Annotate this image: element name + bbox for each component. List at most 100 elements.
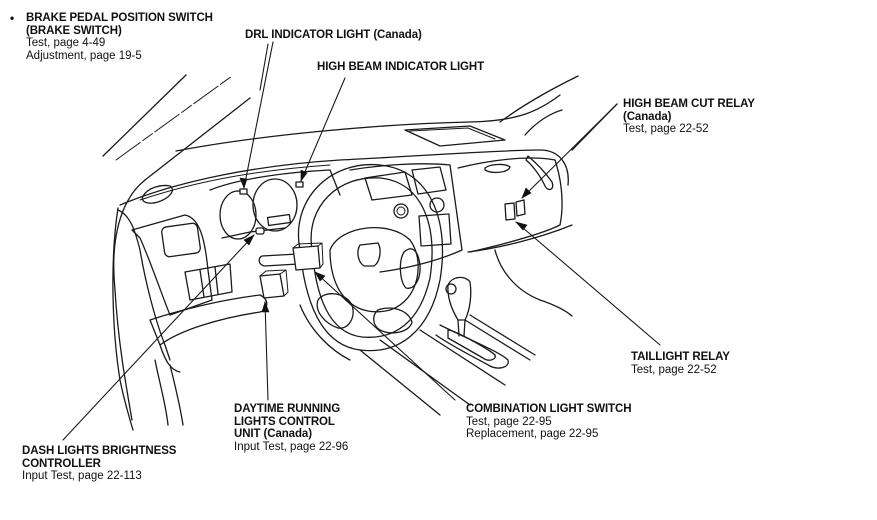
glove-box-handle xyxy=(484,163,511,174)
honda-emblem xyxy=(357,242,381,267)
page-reference: Input Test, page 22-96 xyxy=(234,440,349,453)
drl-control-unit-box xyxy=(259,273,285,299)
callout-title: LIGHTS CONTROL xyxy=(234,415,335,428)
steering-wheel-rim-outer xyxy=(297,163,444,352)
leader-drl-control-unit xyxy=(264,301,269,401)
leader-dash-controller xyxy=(62,234,255,441)
high-beam-indicator-light-box xyxy=(295,181,304,188)
callout-title: DAYTIME RUNNING xyxy=(234,403,341,415)
bullet-marker: • xyxy=(10,11,15,25)
left-switch-divider-2 xyxy=(214,266,219,295)
dash-left-face xyxy=(117,209,171,361)
callout-title: DASH LIGHTS BRIGHTNESS xyxy=(22,445,177,457)
defrost-vent xyxy=(404,125,506,147)
left-display-window xyxy=(161,222,201,258)
callout-title: DRL INDICATOR LIGHT (Canada) xyxy=(245,29,422,41)
cluster-lower-edge xyxy=(221,227,286,239)
left-knee-panel xyxy=(149,294,268,346)
steering-wheel-hub xyxy=(329,227,419,313)
arrowhead-drl-control-unit xyxy=(261,301,270,313)
steering-spoke-right xyxy=(399,248,421,289)
callout-title: (Canada) xyxy=(623,110,672,123)
combination-switch-body xyxy=(292,245,321,271)
defrost-vent-inner xyxy=(409,127,496,140)
callout-high-beam-indicator-light: HIGH BEAM INDICATOR LIGHT xyxy=(317,61,484,74)
callout-dash-lights-brightness-controller: DASH LIGHTS BRIGHTNESS CONTROLLER Input … xyxy=(22,445,176,483)
a-pillar-outer-line xyxy=(102,74,187,157)
right-vent xyxy=(525,155,554,191)
arrowhead-high-beam-indicator xyxy=(300,169,308,182)
leader-combination-switch xyxy=(314,271,456,401)
callout-title: TAILLIGHT RELAY xyxy=(631,351,730,363)
callout-high-beam-cut-relay: HIGH BEAM CUT RELAY (Canada) Test, page … xyxy=(623,98,755,136)
speedometer-gauge xyxy=(252,178,298,232)
high-beam-cut-relay xyxy=(515,199,526,217)
callout-combination-light-switch: COMBINATION LIGHT SWITCH Test, page 22-9… xyxy=(466,403,632,441)
leader-taillight-relay xyxy=(515,221,661,346)
steering-spoke-bottom xyxy=(373,307,413,334)
callout-title: BRAKE PEDAL POSITION SWITCH xyxy=(26,12,213,24)
callout-title: HIGH BEAM CUT RELAY xyxy=(623,98,755,110)
center-vent-2 xyxy=(411,166,447,195)
dash-top-inner xyxy=(139,164,331,201)
callout-drl-indicator-light: DRL INDICATOR LIGHT (Canada) xyxy=(245,29,422,42)
lower-dash-line-1 xyxy=(359,349,441,416)
page-reference: Adjustment, page 19-5 xyxy=(26,49,142,62)
callout-brake-pedal-position-switch: BRAKE PEDAL POSITION SWITCH (BRAKE SWITC… xyxy=(26,12,213,62)
cluster-hood xyxy=(209,169,341,196)
shifter-knob xyxy=(447,276,472,321)
page-reference: Replacement, page 22-95 xyxy=(466,428,599,440)
arrowhead-taillight-relay xyxy=(515,221,528,231)
door-inner-outline xyxy=(112,207,134,431)
windshield-right-line-2 xyxy=(524,109,563,136)
dash-top-edge xyxy=(119,149,569,206)
door-trim-line xyxy=(154,359,169,426)
callout-title: (BRAKE SWITCH) xyxy=(26,24,122,37)
page-reference: Test, page 22-52 xyxy=(623,123,709,135)
left-switch-panel xyxy=(131,214,213,316)
windshield-base-line xyxy=(144,97,251,181)
arrowhead-high-beam-cut-relay xyxy=(521,187,532,199)
windshield-right-line xyxy=(499,75,579,123)
dash-vent-left xyxy=(141,184,173,204)
steering-column-cover xyxy=(299,304,351,361)
tachometer-gauge xyxy=(219,190,257,240)
center-vent xyxy=(364,171,413,201)
left-switch-divider xyxy=(199,269,205,298)
cluster-display xyxy=(266,213,292,227)
callout-title: COMBINATION LIGHT SWITCH xyxy=(466,403,632,415)
callout-title: UNIT (Canada) xyxy=(234,428,312,440)
left-lower-trim xyxy=(159,344,181,373)
center-stack-outline xyxy=(349,163,463,273)
steering-spoke-left xyxy=(316,293,354,329)
windshield-lower-edge xyxy=(175,94,561,152)
leader-brake-switch xyxy=(243,41,274,189)
page-reference: Test, page 22-95 xyxy=(466,415,552,428)
arrowhead-drl-indicator xyxy=(239,177,248,189)
door-trim-line-2 xyxy=(169,364,184,426)
taillight-relay xyxy=(504,202,516,221)
right-footwell-line xyxy=(494,249,573,317)
leader-high-beam-indicator xyxy=(300,77,346,182)
a-pillar-dashed-line xyxy=(115,75,233,161)
lower-dash-line-3 xyxy=(419,329,506,386)
dash-right-lower xyxy=(467,224,573,253)
center-control-panel xyxy=(418,213,452,247)
callout-drl-control-unit: DAYTIME RUNNING LIGHTS CONTROL UNIT (Can… xyxy=(234,403,348,453)
door-outer-outline xyxy=(113,179,146,421)
shifter-button xyxy=(445,283,457,295)
page-reference: Test, page 4-49 xyxy=(26,37,106,49)
shifter-shaft-2 xyxy=(463,319,466,337)
glove-box-outline xyxy=(457,157,563,253)
center-knob xyxy=(393,203,409,219)
leader-drl-indicator xyxy=(259,43,269,91)
console-outline xyxy=(435,324,509,369)
callout-title: CONTROLLER xyxy=(22,457,101,470)
page-reference: Test, page 22-52 xyxy=(631,363,717,376)
leader-high-beam-cut-relay xyxy=(521,103,618,199)
drl-indicator-light-box xyxy=(239,188,248,195)
arrowhead-combination-switch xyxy=(314,271,326,282)
callout-title: HIGH BEAM INDICATOR LIGHT xyxy=(317,61,485,73)
